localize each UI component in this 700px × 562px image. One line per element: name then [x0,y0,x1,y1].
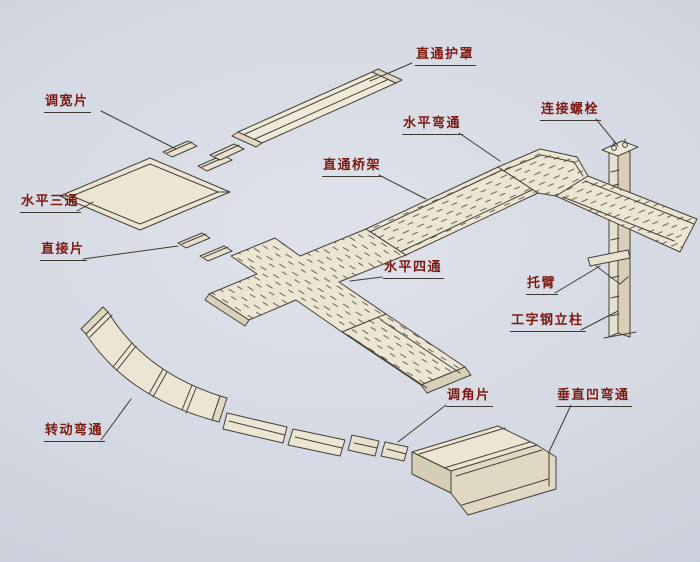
leader-i-beam-column [580,310,619,331]
leader-angle-adjust [397,404,447,443]
vertical-concave-bend-part [411,425,557,516]
bracket-arm-part [587,249,631,285]
direct-piece-part [177,232,233,262]
leader-vertical-concave-bend [548,404,572,453]
label-cover: 直通护罩 [415,47,477,66]
leader-direct-piece [82,245,179,260]
label-angle-adjust: 调角片 [446,388,493,407]
label-horizontal-cross: 水平四通 [383,260,445,279]
label-width-adjust: 调宽片 [44,94,91,113]
straight-tray-part [365,166,539,256]
label-vertical-concave-bend: 垂直凹弯通 [556,388,632,407]
rotating-bend-part [80,306,228,423]
width-adjust-piece [162,140,233,172]
tray-segment [222,412,346,457]
leader-width-adjust [100,110,177,150]
label-direct-piece: 直接片 [40,242,87,261]
cover-part [209,68,403,161]
leader-horizontal-cross [349,276,383,282]
horizontal-cross-part [204,228,407,333]
horizontal-bend-part [497,148,589,197]
label-rotating-bend: 转动弯通 [44,423,106,442]
leader-horizontal-bend [458,132,501,162]
leader-horizontal-tee [76,201,94,212]
leader-lines [76,62,619,453]
connect-bolt-part [601,138,639,157]
angle-adjust-piece [347,434,409,462]
label-connect-bolt: 连接螺栓 [540,102,602,121]
leader-bracket-arm [554,265,601,294]
right-tray-part [555,175,698,253]
label-i-beam-column: 工字钢立柱 [510,313,586,332]
leader-connect-bolt [595,118,619,147]
label-straight-tray: 直通桥架 [322,158,384,177]
leader-straight-tray [378,174,427,200]
bottom-tray-part [341,313,472,394]
leader-rotating-bend [100,398,132,441]
horizontal-tee-part [59,157,231,231]
label-horizontal-bend: 水平弯通 [402,116,464,135]
label-horizontal-tee: 水平三通 [20,194,82,213]
leader-cover [369,62,413,82]
i-beam-column-part [603,147,637,339]
label-bracket-arm: 托臂 [526,276,559,295]
